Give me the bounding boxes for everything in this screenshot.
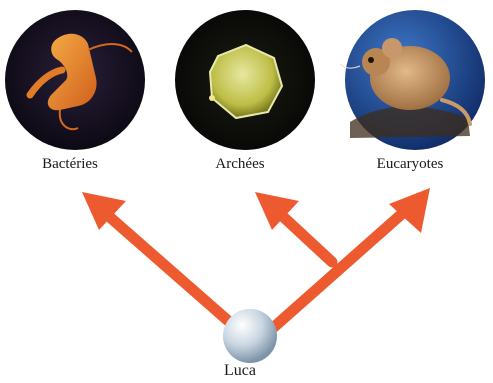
branch-to-archaea bbox=[255, 192, 332, 262]
label-archaea: Archées bbox=[180, 156, 300, 173]
branch-to-bacteria bbox=[82, 192, 250, 340]
label-eukaryotes: Eucaryotes bbox=[350, 156, 470, 173]
leaf-image-eukaryotes bbox=[340, 10, 485, 150]
leaf-image-bacteria bbox=[5, 10, 145, 150]
root-node-luca bbox=[223, 309, 277, 363]
leaf-image-archaea bbox=[175, 10, 315, 150]
label-bacteria: Bactéries bbox=[10, 156, 130, 173]
label-luca: Luca bbox=[200, 362, 280, 380]
